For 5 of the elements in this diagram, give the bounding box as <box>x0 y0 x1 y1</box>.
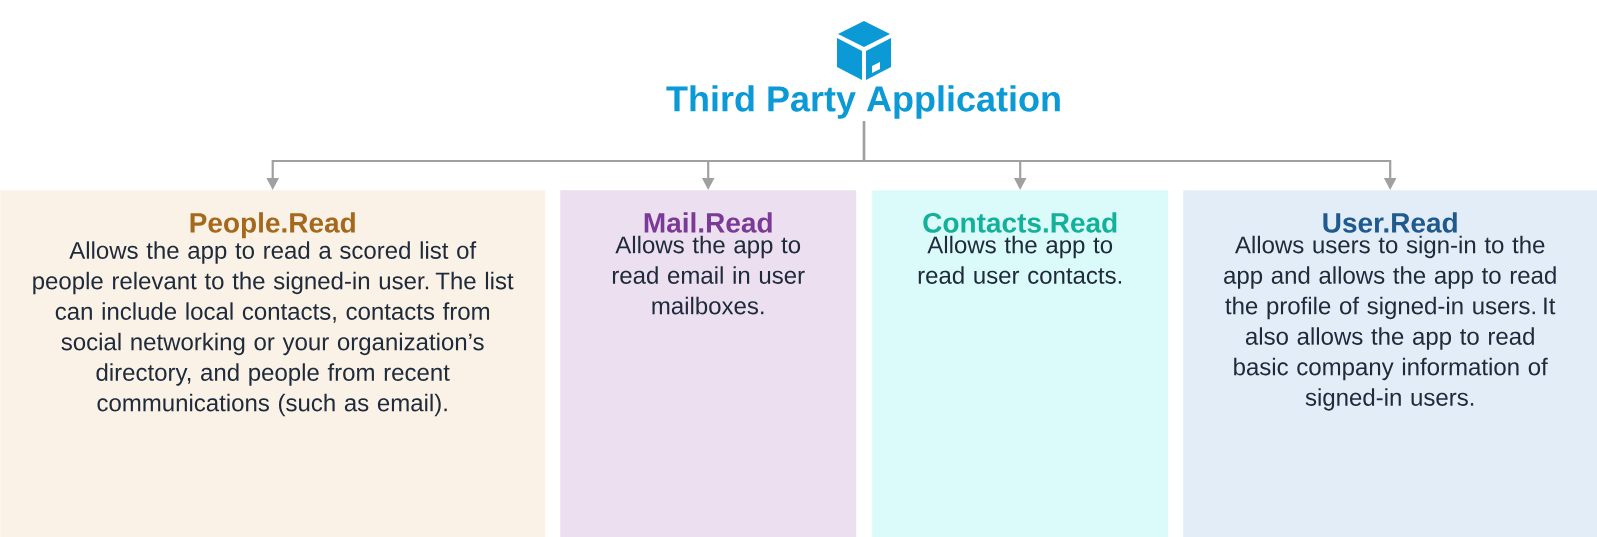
permission-box: Mail.Read Allows the app to read email in user mailboxes. <box>560 190 857 537</box>
permission-box: User.Read Allows users to sign-in to the app and allows the app to read the profile of signed-in users. It also allows the app to read basic company information of signed-in users. <box>1183 190 1597 537</box>
permission-box: Contacts.Read Allows the app to read user contacts. <box>872 190 1169 537</box>
title: Third Party Application <box>666 85 1060 119</box>
permission-box: People.Read Allows the app to read a scored list of people relevant to the signed-in user. The list can include local contacts, contacts from social networking or your organization’s directory, and people from recent communications (such as email). <box>0 190 546 537</box>
